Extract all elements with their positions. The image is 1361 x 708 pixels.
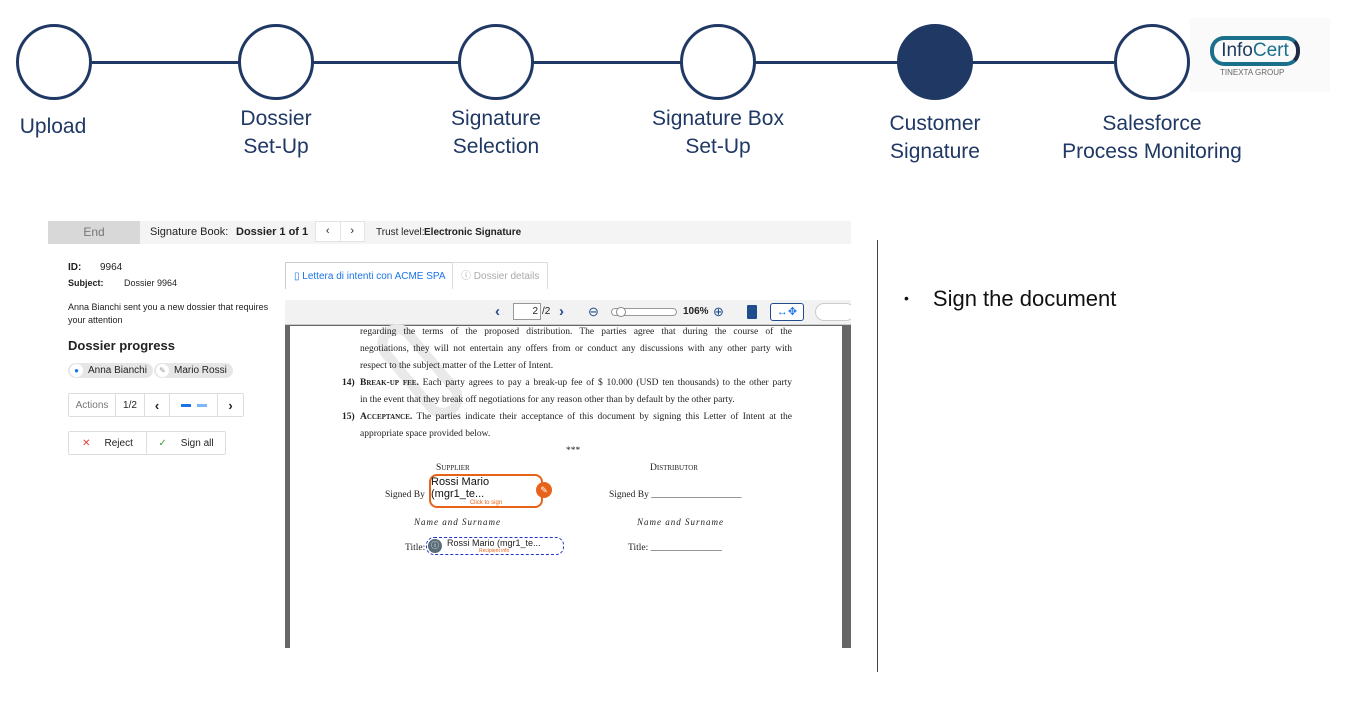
step-signature-selection-circle <box>458 24 534 100</box>
zoom-slider[interactable] <box>611 307 677 317</box>
doc-line: Break-up fee. Each party agrees to pay a… <box>360 378 792 388</box>
page-total: /2 <box>542 306 551 317</box>
app-screenshot: End Signature Book: Dossier 1 of 1 ‹ › T… <box>48 221 851 648</box>
step-customer-signature-circle <box>897 24 973 100</box>
signer-chip: ✎Mario Rossi <box>154 363 233 378</box>
next-dossier-button[interactable]: › <box>350 225 355 237</box>
doc-line: regarding the terms of the proposed dist… <box>360 327 792 337</box>
book-value: Dossier 1 of 1 <box>236 226 309 238</box>
next-page-button[interactable]: › <box>559 303 564 320</box>
subject-label: Subject: <box>68 278 104 288</box>
end-button[interactable]: End <box>48 221 140 244</box>
doc-line: respect to the subject matter of the Let… <box>360 361 554 371</box>
user-icon: ● <box>70 364 83 377</box>
title-label: Title: <box>405 543 426 553</box>
doc-line: in the event that they break off negotia… <box>360 395 735 405</box>
viewer-toolbar: ‹ 2 /2 › ⊖ 106% ⊕ ↔✥ <box>285 300 851 325</box>
id-label: ID: <box>68 262 82 273</box>
book-label: Signature Book: <box>150 226 229 238</box>
fit-width-move-icon[interactable]: ↔✥ <box>770 303 804 321</box>
zoom-out-icon[interactable]: ⊖ <box>588 304 599 319</box>
stepper-line <box>92 61 1114 64</box>
name-surname-label: Name and Surname <box>414 517 501 527</box>
signed-by-right: Signed By ___________________ <box>609 490 742 500</box>
actions-page: 1/2 <box>116 394 145 416</box>
doc-line: appropriate space provided below. <box>360 429 491 439</box>
title-right: Title: _______________ <box>628 543 722 553</box>
sign-pen-icon[interactable]: ✎ <box>536 482 552 498</box>
prev-page-button[interactable]: ‹ <box>495 303 500 320</box>
recipient-info-field[interactable]: ⓘ Rossi Mario (mgr1_te... Recipient info <box>426 537 564 555</box>
prev-action-button[interactable]: ‹ <box>145 394 170 416</box>
name-surname-label: Name and Surname <box>637 517 724 527</box>
tab-dossier-details[interactable]: ⓘ Dossier details <box>452 262 549 289</box>
doc-line: negotiations, they will not entertain an… <box>360 344 792 354</box>
id-value: 9964 <box>100 262 123 273</box>
page-input[interactable]: 2 <box>513 303 541 320</box>
reject-button[interactable]: ✕Reject <box>69 432 147 454</box>
step-upload-circle <box>16 24 92 100</box>
step-dossier-setup-circle <box>238 24 314 100</box>
subject-value: Dossier 9964 <box>124 278 178 288</box>
clause-number: 14) <box>342 378 355 388</box>
progress-title: Dossier progress <box>68 338 175 353</box>
step-label: Upload <box>19 115 87 138</box>
action-indicators <box>170 394 218 416</box>
info-icon: ⓘ <box>428 539 442 553</box>
check-icon: ✓ <box>158 437 167 449</box>
signer-chip: ●Anna Bianchi <box>68 363 153 378</box>
pen-icon: ✎ <box>156 364 169 377</box>
page-settings-icon[interactable] <box>747 305 757 319</box>
sign-all-button[interactable]: ✓Sign all <box>158 437 214 449</box>
zoom-level: 106% <box>683 306 709 317</box>
dossier-message: Anna Bianchi sent you a new dossier that… <box>68 302 269 325</box>
dossier-nav: ‹ › <box>315 221 365 242</box>
distributor-heading: Distributor <box>650 463 698 473</box>
bullet-item: •Sign the document <box>904 286 1117 311</box>
step-salesforce-circle <box>1114 24 1190 100</box>
clause-number: 15) <box>342 412 355 422</box>
separator: *** <box>566 446 581 456</box>
document-page: regarding the terms of the proposed dist… <box>290 316 842 648</box>
doc-line: Acceptance. The parties indicate their a… <box>360 412 792 422</box>
infocert-logo: InfoCert TINEXTA GROUP <box>1190 18 1330 92</box>
search-input[interactable] <box>815 303 851 321</box>
x-icon: ✕ <box>82 437 91 449</box>
trust-value: Electronic Signature <box>424 227 522 238</box>
signed-by-label: Signed By <box>385 490 425 500</box>
prev-dossier-button[interactable]: ‹ <box>316 222 341 241</box>
vertical-divider <box>877 240 878 672</box>
signature-field[interactable]: Rossi Mario (mgr1_te... Click to sign ✎ <box>429 474 552 508</box>
trust-label: Trust level: <box>376 227 425 238</box>
info-icon: ⓘ <box>461 271 474 282</box>
tab-document[interactable]: ▯ Lettera di intenti con ACME SPA <box>285 262 455 289</box>
supplier-heading: Supplier <box>436 463 470 473</box>
document-viewer: ‹ 2 /2 › ⊖ 106% ⊕ ↔✥ regarding the terms… <box>285 300 851 648</box>
zoom-slider-thumb[interactable] <box>616 307 626 317</box>
top-bar: End Signature Book: Dossier 1 of 1 ‹ › T… <box>48 221 851 244</box>
actions-button[interactable]: Actions <box>69 394 116 416</box>
decision-group: ✕Reject ✓Sign all <box>68 431 226 455</box>
document-icon: ▯ <box>294 271 303 282</box>
step-signature-box-circle <box>680 24 756 100</box>
actions-group: Actions 1/2 ‹ › <box>68 393 244 417</box>
next-action-button[interactable]: › <box>228 397 233 413</box>
zoom-in-icon[interactable]: ⊕ <box>713 304 724 319</box>
